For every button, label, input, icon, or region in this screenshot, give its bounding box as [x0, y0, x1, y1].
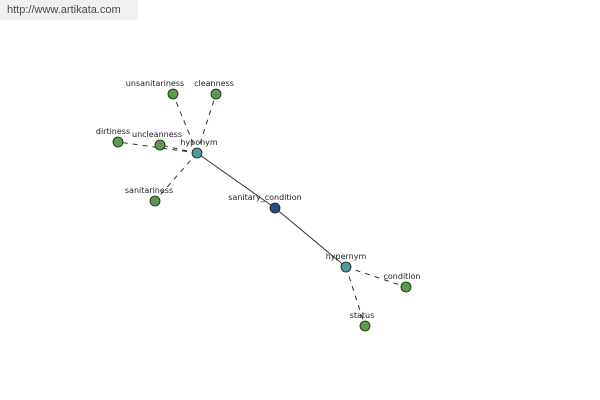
node-uncleanness[interactable] [154, 139, 166, 151]
label-dirtiness: dirtiness [96, 127, 130, 136]
label-status: status [350, 311, 375, 320]
label-sanitary_condition: sanitary_condition [228, 193, 301, 202]
edge-layer [117, 93, 407, 327]
node-condition[interactable] [400, 281, 412, 293]
node-hypernym[interactable] [340, 261, 352, 273]
label-sanitariness: sanitariness [125, 186, 173, 195]
node-hyponym[interactable] [191, 147, 203, 159]
edge-hyponym-cleanness [196, 93, 217, 154]
edge-sanitary_condition-hyponym [196, 152, 276, 209]
edge-hyponym-sanitariness [154, 152, 198, 202]
edge-hyponym-unsanitariness [172, 93, 198, 154]
edge-hypernym-status [345, 266, 366, 327]
label-unsanitariness: unsanitariness [126, 79, 184, 88]
node-layer [112, 88, 412, 332]
node-cleanness[interactable] [210, 88, 222, 100]
label-condition: condition [384, 272, 421, 281]
watermark-url: http://www.artikata.com [0, 0, 138, 20]
node-unsanitariness[interactable] [167, 88, 179, 100]
label-cleanness: cleanness [194, 79, 234, 88]
label-uncleanness: uncleanness [132, 130, 182, 139]
label-hyponym: hyponym [180, 138, 218, 147]
node-dirtiness[interactable] [112, 136, 124, 148]
edge-hyponym-uncleanness [159, 144, 198, 154]
label-hypernym: hypernym [326, 252, 367, 261]
edge-hypernym-condition [345, 266, 407, 288]
node-sanitary_condition[interactable] [269, 202, 281, 214]
edge-sanitary_condition-hypernym [274, 207, 347, 268]
node-sanitariness[interactable] [149, 195, 161, 207]
edge-hyponym-dirtiness [117, 141, 198, 154]
node-status[interactable] [359, 320, 371, 332]
